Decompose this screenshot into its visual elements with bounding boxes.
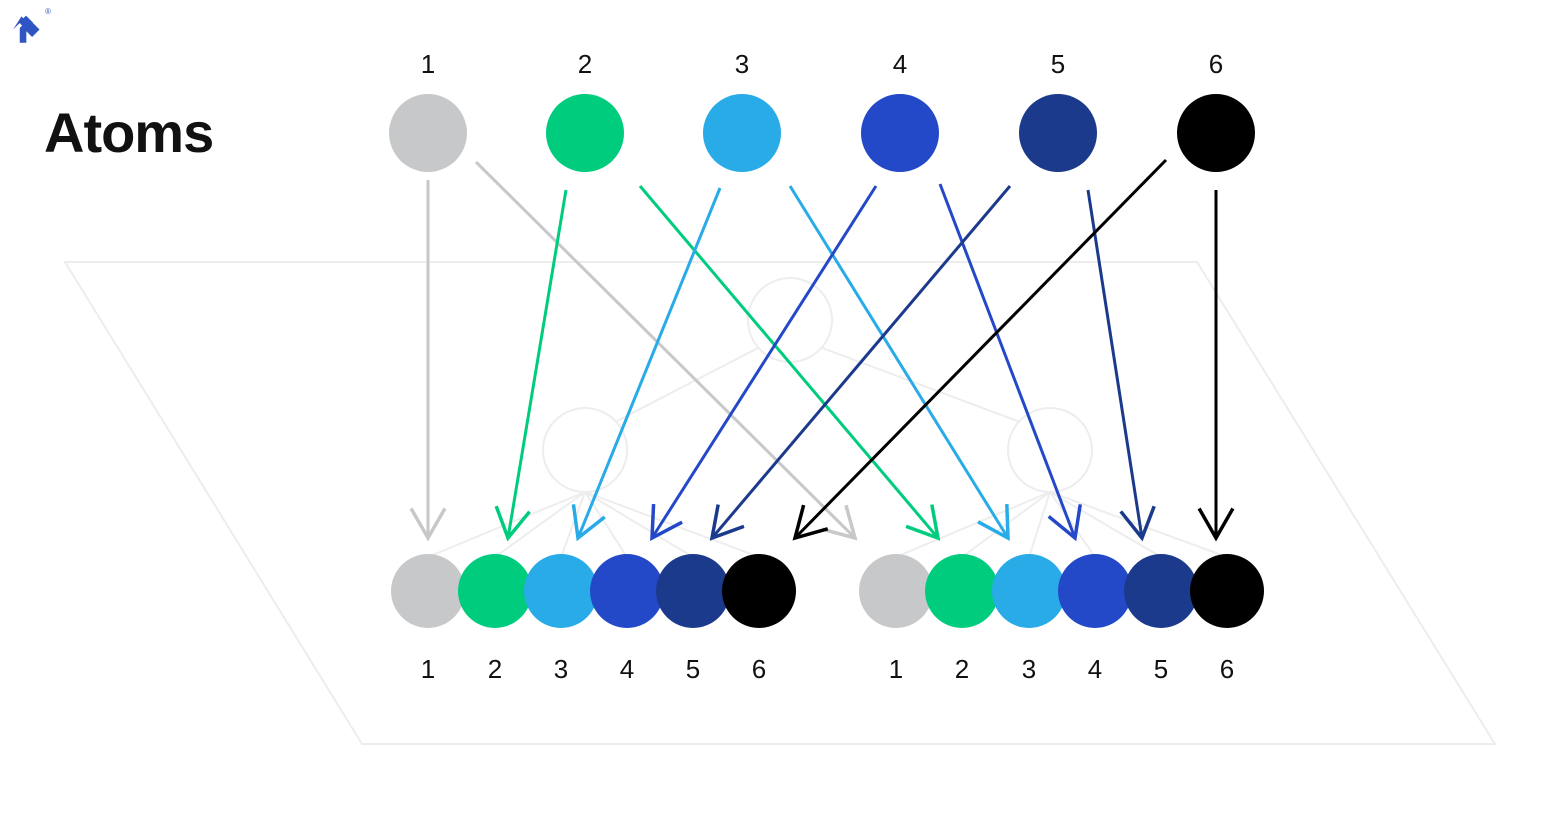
atom-circle-2[interactable] (546, 94, 624, 172)
connection-line (793, 158, 1168, 540)
ghost-fan-line (1049, 491, 1096, 558)
atom-index-label: 4 (893, 49, 907, 79)
connection-arrow (474, 160, 858, 541)
connection-line (788, 185, 1010, 539)
molecule-index-label: 1 (421, 654, 435, 684)
ghost-fan-line (494, 491, 586, 558)
connection-line (650, 185, 878, 539)
arrowhead-icon (1047, 504, 1082, 542)
connection-line (710, 185, 1012, 539)
molecule-circle-g2-4[interactable] (1058, 554, 1132, 628)
arrowhead-icon (409, 507, 447, 542)
background-parallelogram (63, 261, 1497, 745)
nodes-layer: 1 2 3 4 5 6 1 2 3 4 5 6 1 2 3 4 5 6 (389, 49, 1264, 684)
ghost-fan-line (427, 491, 586, 558)
atom-index-label: 2 (578, 49, 592, 79)
connection-arrow (409, 180, 447, 542)
atom-circle-6[interactable] (1177, 94, 1255, 172)
ghost-fan-line (1049, 491, 1162, 558)
ghost-fan-line (1028, 491, 1051, 558)
connection-line (638, 185, 940, 539)
arrowhead-icon (709, 504, 745, 541)
molecule-index-label: 3 (554, 654, 568, 684)
connection-arrow (788, 185, 1010, 541)
molecule-circle-g1-6[interactable] (722, 554, 796, 628)
ghost-node (1007, 407, 1093, 493)
molecule-index-label: 5 (1154, 654, 1168, 684)
molecule-index-label: 4 (1088, 654, 1102, 684)
molecule-circle-g1-4[interactable] (590, 554, 664, 628)
molecule-circle-g2-3[interactable] (992, 554, 1066, 628)
molecule-index-label: 2 (488, 654, 502, 684)
ghost-fan-line (560, 491, 586, 558)
molecule-circle-g1-1[interactable] (391, 554, 465, 628)
connection-arrow (571, 187, 722, 542)
connection-arrow (1197, 190, 1235, 542)
ghost-node (542, 407, 628, 493)
atom-index-label: 1 (421, 49, 435, 79)
connection-arrow (650, 185, 878, 541)
molecule-index-label: 1 (889, 654, 903, 684)
arrowhead-icon (650, 503, 683, 541)
connection-line (576, 187, 722, 539)
arrowhead-icon (792, 504, 829, 541)
arrowhead-icon (1119, 505, 1156, 542)
ghost-link-line (821, 346, 1021, 423)
connections-layer (409, 158, 1235, 542)
arrowhead-icon (494, 505, 531, 542)
atom-circle-3[interactable] (703, 94, 781, 172)
connection-arrow (792, 158, 1168, 541)
connection-arrow (1086, 189, 1156, 542)
connection-arrow (494, 189, 568, 542)
connection-line (938, 183, 1077, 539)
ghost-fan-line (895, 491, 1051, 558)
arrowhead-icon (905, 504, 941, 541)
arrowhead-icon (1197, 507, 1235, 542)
connection-line (1086, 189, 1144, 539)
connection-arrow (638, 185, 941, 541)
molecule-circle-g2-2[interactable] (925, 554, 999, 628)
arrowhead-icon (571, 504, 606, 542)
registered-trademark-icon: ® (45, 7, 51, 16)
atom-index-label: 6 (1209, 49, 1223, 79)
ghost-link-line (614, 346, 759, 423)
molecule-index-label: 5 (686, 654, 700, 684)
molecule-index-label: 6 (1220, 654, 1234, 684)
ghost-fan-line (584, 491, 760, 558)
molecule-index-label: 2 (955, 654, 969, 684)
page-title: Atoms (44, 101, 214, 164)
atom-circle-5[interactable] (1019, 94, 1097, 172)
molecule-circle-g2-1[interactable] (859, 554, 933, 628)
connection-arrow (938, 183, 1082, 542)
arrowhead-icon (977, 503, 1010, 541)
connection-arrow (709, 185, 1012, 541)
atom-circle-1[interactable] (389, 94, 467, 172)
connection-line (474, 160, 857, 540)
molecule-index-label: 4 (620, 654, 634, 684)
molecule-index-label: 3 (1022, 654, 1036, 684)
molecule-circle-g1-3[interactable] (524, 554, 598, 628)
arrowhead-icon (821, 504, 858, 541)
molecule-circle-g1-2[interactable] (458, 554, 532, 628)
molecule-circle-g2-5[interactable] (1124, 554, 1198, 628)
atom-index-label: 5 (1051, 49, 1065, 79)
atom-circle-4[interactable] (861, 94, 939, 172)
connection-line (506, 189, 568, 539)
molecule-index-label: 6 (752, 654, 766, 684)
ghost-fan-line (584, 491, 694, 558)
toptal-logo-icon: ® (13, 7, 51, 43)
molecule-circle-g1-5[interactable] (656, 554, 730, 628)
atom-index-label: 3 (735, 49, 749, 79)
molecule-circle-g2-6[interactable] (1190, 554, 1264, 628)
